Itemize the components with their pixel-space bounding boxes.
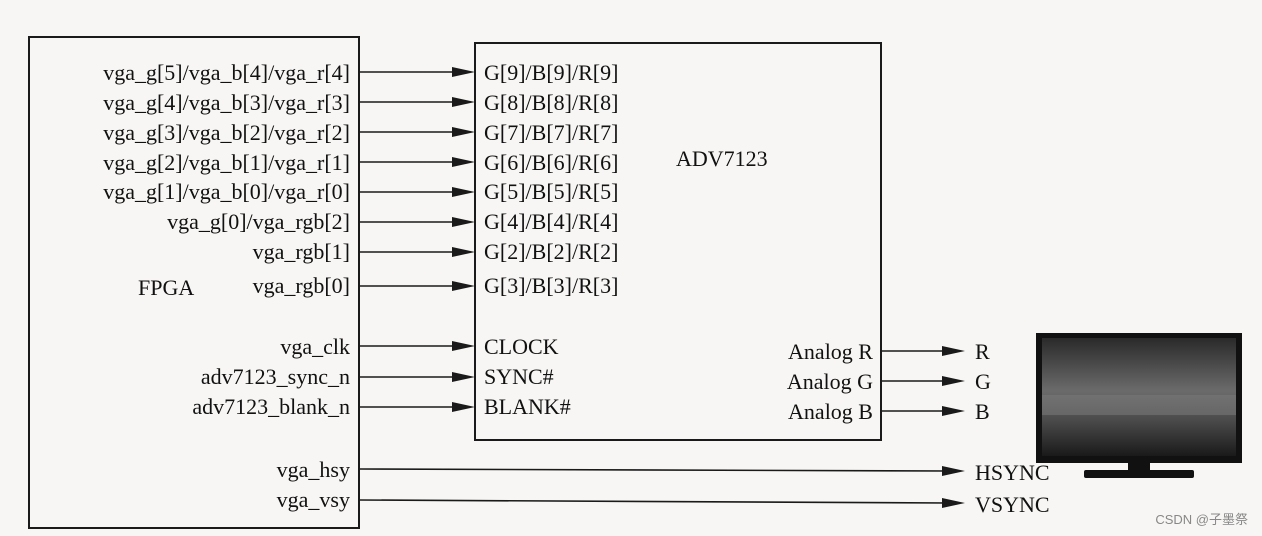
wire-arrow — [358, 498, 965, 508]
wire-arrow — [359, 217, 475, 227]
adv-input-label: G[8]/B[8]/R[8] — [484, 90, 618, 115]
fpga-box — [28, 36, 360, 529]
monitor-stand — [1084, 470, 1194, 478]
wire-arrow — [358, 466, 965, 476]
fpga-signal-label: vga_g[0]/vga_rgb[2] — [167, 209, 350, 234]
adv-input-label: SYNC# — [484, 364, 554, 389]
monitor-input-label: B — [975, 399, 990, 424]
wire-arrow — [359, 281, 475, 291]
wire-arrow — [359, 402, 475, 412]
analog-output-wires — [881, 346, 965, 416]
fpga-signal-label: vga_hsy — [277, 457, 350, 482]
fpga-signal-labels: vga_g[5]/vga_b[4]/vga_r[4] vga_g[4]/vga_… — [103, 60, 350, 512]
wire-arrow — [359, 247, 475, 257]
wire-arrow — [359, 341, 475, 351]
wire-arrow — [359, 127, 475, 137]
fpga-signal-label: vga_g[2]/vga_b[1]/vga_r[1] — [103, 150, 350, 175]
adv-input-label: CLOCK — [484, 334, 559, 359]
adv7123-block: ADV7123 G[9]/B[9]/R[9] G[8]/B[8]/R[8] G[… — [474, 42, 882, 441]
wire-arrow — [359, 157, 475, 167]
wire-arrow — [359, 372, 475, 382]
monitor-input-label: R — [975, 339, 990, 364]
sync-wires — [358, 466, 965, 508]
adv-input-label: G[6]/B[6]/R[6] — [484, 150, 618, 175]
wire-arrow — [359, 97, 475, 107]
adv7123-input-labels: G[9]/B[9]/R[9] G[8]/B[8]/R[8] G[7]/B[7]/… — [484, 60, 618, 419]
fpga-signal-label: vga_rgb[1] — [253, 239, 350, 264]
wire-arrow — [359, 67, 475, 77]
monitor-icon — [1036, 333, 1242, 478]
adv-input-label: G[7]/B[7]/R[7] — [484, 120, 618, 145]
fpga-signal-label: vga_g[4]/vga_b[3]/vga_r[3] — [103, 90, 350, 115]
fpga-signal-label: adv7123_blank_n — [192, 394, 350, 419]
adv-input-label: BLANK# — [484, 394, 571, 419]
fpga-signal-label: vga_clk — [280, 334, 350, 359]
monitor-input-label: HSYNC — [975, 460, 1050, 485]
monitor-signal-labels: R G B HSYNC VSYNC — [975, 339, 1050, 517]
watermark: CSDN @子墨祭 — [1155, 512, 1248, 527]
wire-arrow — [359, 187, 475, 197]
adv-output-label: Analog B — [788, 399, 873, 424]
fpga-signal-label: vga_g[5]/vga_b[4]/vga_r[4] — [103, 60, 350, 85]
adv7123-title: ADV7123 — [676, 146, 768, 171]
adv-output-label: Analog G — [787, 369, 873, 394]
adv-input-label: G[2]/B[2]/R[2] — [484, 239, 618, 264]
monitor-neck — [1128, 463, 1150, 471]
fpga-signal-label: vga_rgb[0] — [253, 273, 350, 298]
adv-input-label: G[9]/B[9]/R[9] — [484, 60, 618, 85]
fpga-signal-label: vga_g[1]/vga_b[0]/vga_r[0] — [103, 179, 350, 204]
wire-arrow — [881, 376, 965, 386]
adv7123-output-labels: Analog R Analog G Analog B — [787, 339, 873, 424]
adv-input-label: G[4]/B[4]/R[4] — [484, 209, 618, 234]
fpga-block: FPGA vga_g[5]/vga_b[4]/vga_r[4] vga_g[4]… — [28, 36, 360, 529]
monitor-input-label: VSYNC — [975, 492, 1050, 517]
fpga-title: FPGA — [138, 275, 194, 300]
adv-output-label: Analog R — [788, 339, 873, 364]
fpga-to-adv-wires — [359, 67, 475, 412]
fpga-signal-label: vga_vsy — [277, 487, 350, 512]
adv7123-box — [474, 42, 882, 441]
wire-arrow — [881, 406, 965, 416]
monitor-input-label: G — [975, 369, 991, 394]
adv-input-label: G[3]/B[3]/R[3] — [484, 273, 618, 298]
fpga-signal-label: vga_g[3]/vga_b[2]/vga_r[2] — [103, 120, 350, 145]
adv-input-label: G[5]/B[5]/R[5] — [484, 179, 618, 204]
wire-arrow — [881, 346, 965, 356]
monitor-screen-highlight — [1042, 395, 1236, 415]
fpga-signal-label: adv7123_sync_n — [201, 364, 350, 389]
